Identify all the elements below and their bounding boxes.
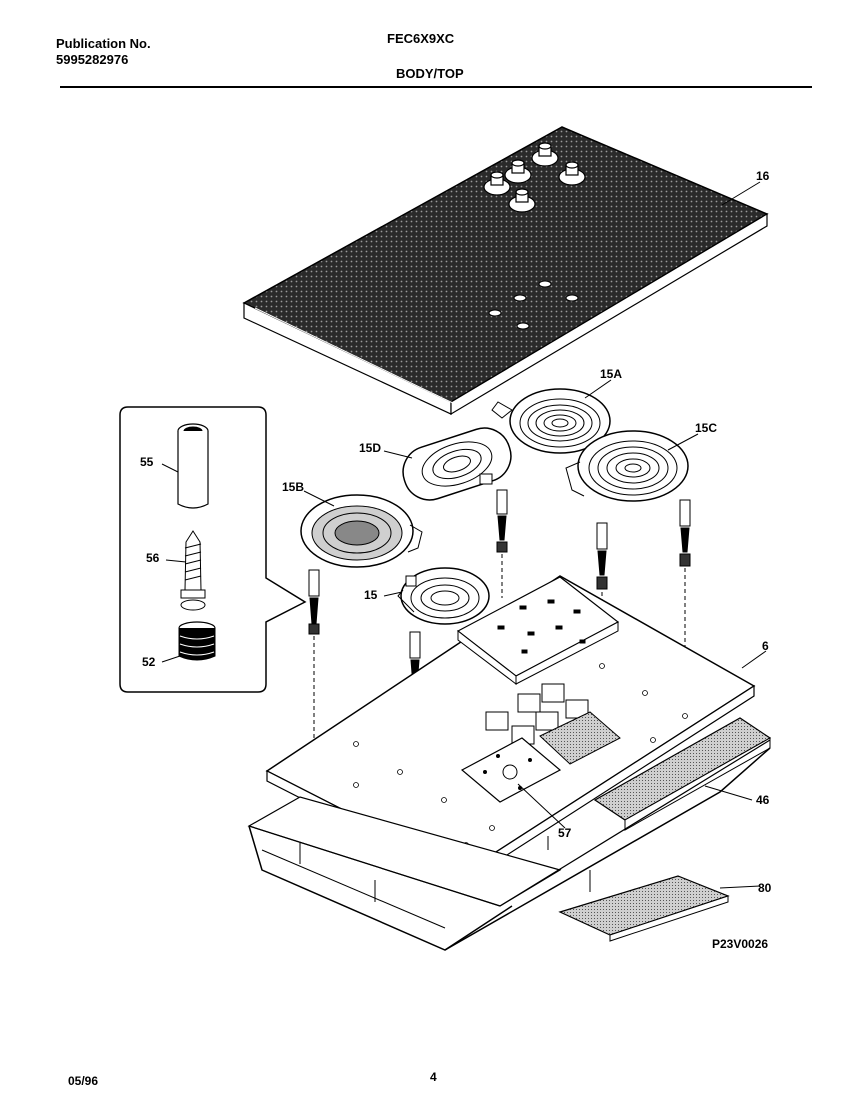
publication-label: Publication No. [56, 36, 151, 51]
surface-element-15b [300, 494, 423, 568]
callout-15d: 15D [359, 441, 381, 455]
surface-element-15d [402, 427, 512, 501]
callout-15: 15 [364, 588, 378, 602]
section-title: BODY/TOP [396, 66, 464, 81]
surface-element-15 [397, 567, 490, 625]
callout-15c: 15C [695, 421, 717, 435]
surface-element-15a [491, 388, 611, 454]
footer-page-number: 4 [430, 1070, 437, 1084]
callout-16: 16 [756, 169, 770, 183]
detail-inset [119, 406, 307, 693]
callout-57: 57 [558, 826, 572, 840]
callout-55: 55 [140, 455, 154, 469]
callout-52: 52 [142, 655, 156, 669]
leader-lines [161, 181, 767, 889]
header-rule [60, 86, 812, 88]
callout-6: 6 [762, 639, 769, 653]
callout-labels: 16 15A 15C 15D 15B 15 6 46 57 80 55 56 5… [140, 169, 772, 951]
control-knobs [483, 142, 586, 213]
callout-46: 46 [756, 793, 770, 807]
model-number: FEC6X9XC [387, 31, 455, 46]
diagram-id: P23V0026 [712, 937, 768, 951]
publication-number: 5995282976 [56, 52, 129, 67]
filter-screen [558, 870, 730, 942]
base-pan [247, 739, 771, 951]
callout-15a: 15A [600, 367, 622, 381]
surface-element-15c [565, 430, 689, 502]
callout-56: 56 [146, 551, 160, 565]
callout-15b: 15B [282, 480, 304, 494]
footer-date: 05/96 [68, 1074, 99, 1088]
glass-cooktop [242, 126, 769, 416]
callout-80: 80 [758, 881, 772, 895]
